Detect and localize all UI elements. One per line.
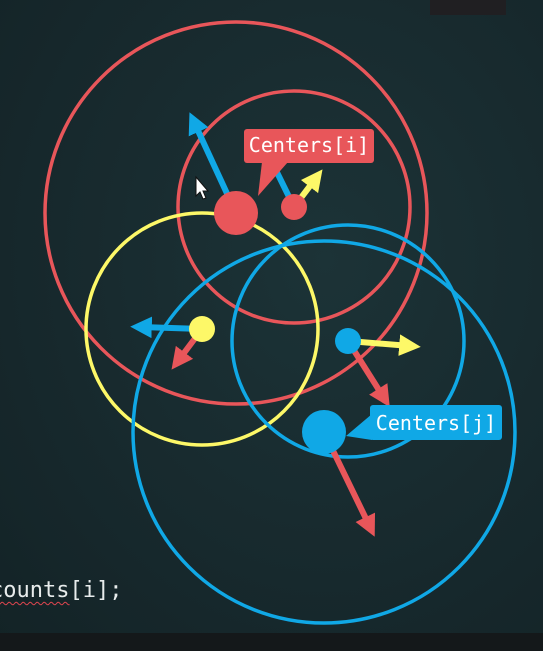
blue-inner-circle bbox=[230, 223, 466, 459]
blue-outer-circle bbox=[131, 239, 517, 625]
small-red-center-point bbox=[281, 194, 307, 220]
centers-i-label: Centers[i] bbox=[249, 133, 369, 157]
yellow-circle bbox=[84, 211, 320, 447]
red-outer-circle bbox=[43, 20, 429, 406]
mouse-cursor-icon bbox=[195, 175, 210, 200]
code-identifier: counts bbox=[0, 578, 70, 603]
bottom-strip bbox=[0, 633, 543, 651]
code-suffix: [i]; bbox=[69, 578, 123, 603]
code-snippet: counts[i]; bbox=[0, 578, 122, 603]
large-blue-center-point bbox=[302, 410, 346, 454]
yellow-center-point bbox=[189, 316, 215, 342]
window-corner-block bbox=[430, 0, 506, 15]
red-inner-circle bbox=[176, 89, 412, 325]
small-blue-center-point bbox=[335, 328, 361, 354]
centers-i-callout: Centers[i] bbox=[244, 129, 374, 196]
centers-j-callout: Centers[j] bbox=[346, 405, 502, 440]
large-red-center-point bbox=[214, 191, 258, 235]
centers-j-label: Centers[j] bbox=[376, 411, 496, 435]
